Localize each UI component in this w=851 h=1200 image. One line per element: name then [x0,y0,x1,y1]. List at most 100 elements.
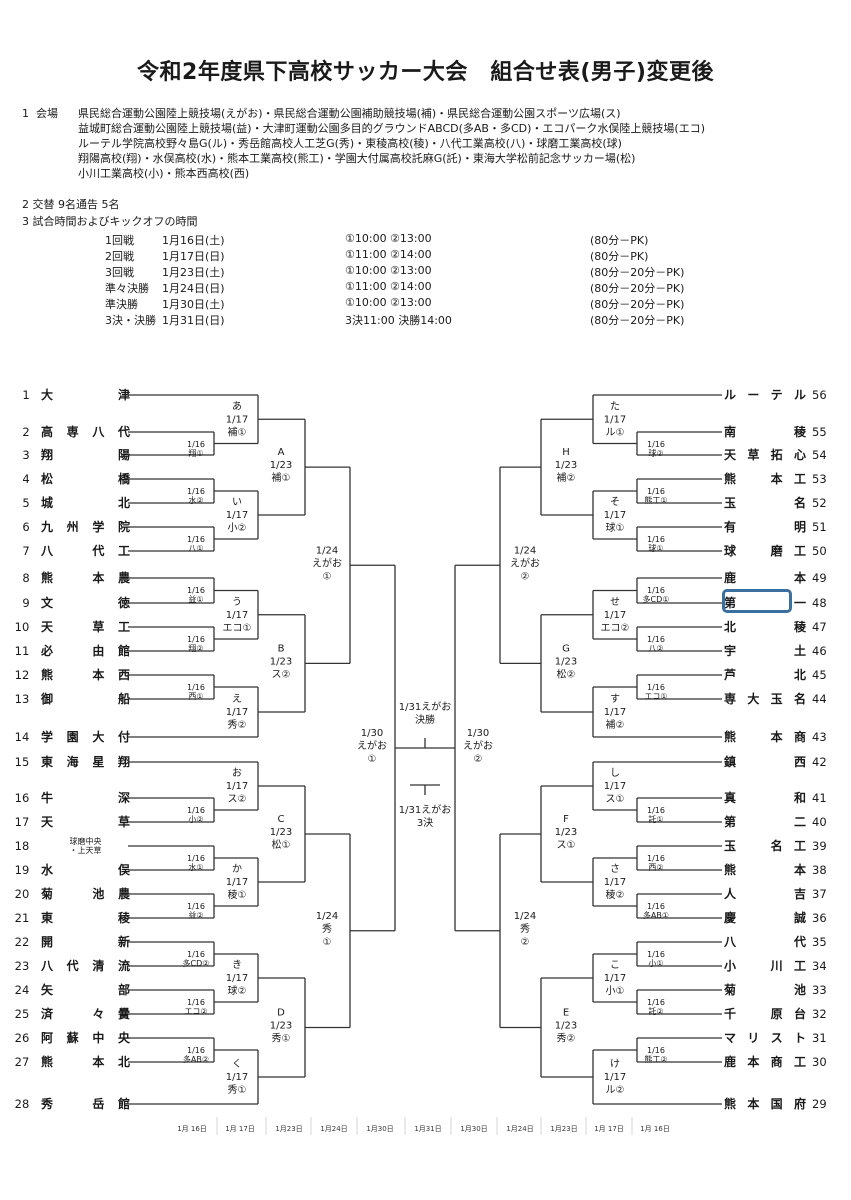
date-column-label: 1月 16日 [177,1125,207,1133]
r3-label: 松② [557,667,576,680]
date: 1月16日(土) [162,234,225,247]
r2-label: こ [610,960,620,971]
date-column-label: 1月31日 [414,1125,441,1133]
team-name: 鎮 [724,754,736,769]
team-name: 大 [41,387,53,402]
team-name: 代 [66,958,79,973]
qf-label: 1/24 [316,911,338,922]
team-name: 千 [724,1006,736,1021]
r1-date: 1/16 [647,1046,665,1055]
team-seed: 33 [812,983,827,997]
r1-venue: 熊工② [644,1054,667,1064]
section-number: 1 [22,107,29,120]
qf-label: ① [323,937,332,948]
team-seed: 55 [812,425,827,439]
team-name: 稜 [118,910,131,925]
team-name: 球 [724,543,737,558]
venue-line: ルーテル学院高校野々島G(ル)・秀岳館高校人工芝G(秀)・東稜高校(稜)・八代工… [78,137,622,150]
format: (80分－PK) [590,250,649,263]
r2-label: し [610,767,620,779]
team-seed: 4 [22,472,29,486]
r3-label: 1/23 [555,1021,577,1032]
venue-line: 小川工業高校(小)・熊本西高校(西) [78,167,250,180]
r1-date: 1/16 [647,586,665,595]
team-name: 熊 [41,667,53,682]
r3-label: G [562,643,570,654]
date: 1月23日(土) [162,266,225,279]
date-column-label: 1月 17日 [225,1125,255,1133]
sf-label: ② [474,754,483,765]
r2-label: お [232,767,242,779]
team-name: 矢 [41,982,54,997]
r2-label: ス② [228,794,247,805]
team-name: 新 [118,934,130,949]
team-seed: 22 [15,935,30,949]
r2-label: 秀① [228,1084,247,1096]
team-name: ル [794,388,806,402]
format: (80分－PK) [590,234,649,247]
team-name: 州 [66,520,79,534]
r3-label: 秀① [272,1033,291,1045]
r2-label: 1/17 [604,877,626,888]
team-name: 東 [41,754,53,769]
r2-label: 1/17 [604,707,626,718]
team-name: 院 [118,519,130,534]
r2-label: 小① [606,985,625,997]
r1-venue: 多CD② [183,958,210,968]
team-seed: 17 [15,815,30,829]
team-name: 工 [794,472,806,486]
r2-label: か [232,863,242,875]
team-name: 農 [118,570,131,585]
kickoff: 3決11:00 決勝14:00 [345,314,452,327]
r1-venue: 益① [188,594,203,604]
team-name: 小 [724,958,736,973]
qf-label: 秀 [520,923,530,935]
r2-label: 球① [606,521,625,534]
team-name: 本 [771,471,783,486]
r1-venue: 八② [648,644,663,653]
team-name: 北 [724,619,736,634]
team-name: 名 [794,495,806,510]
team-seed: 8 [22,571,29,585]
team-name: 八 [40,544,54,558]
qf-label: 1/24 [514,545,536,556]
kickoff: ①10:00 ②13:00 [345,232,432,245]
team-name: 本 [747,1096,759,1111]
team-name: 玉 [771,692,783,706]
team-name: 大 [92,729,104,744]
team-name: ト [794,1031,806,1045]
team-name: 明 [794,520,806,534]
team-name: 熊 [724,729,736,744]
team-name: 々 [92,1007,104,1021]
team-seed: 6 [22,520,29,534]
r3-label: 1/23 [555,460,577,471]
r2-label: 1/17 [226,973,248,984]
team-name: 翔 [40,447,53,462]
team-seed: 25 [15,1007,30,1021]
r3-label: ス② [272,669,291,680]
r1-date: 1/16 [187,487,205,496]
r3-label: 1/23 [270,460,292,471]
team-name: 開 [41,935,53,949]
r3-label: 1/23 [555,656,577,667]
team-name: 土 [794,643,806,658]
team-seed: 19 [15,863,30,877]
r1-date: 1/16 [647,440,665,449]
team-name: 工 [118,620,130,634]
team-name: 第 [724,814,736,829]
r1-venue: 翔① [188,448,203,458]
r2-label: け [610,1058,620,1070]
team-name: ・上天草 [70,845,102,855]
team-seed: 18 [15,839,30,853]
team-seed: 54 [812,448,827,462]
team-name: 徳 [117,595,130,610]
team-seed: 35 [812,935,827,949]
team-seed: 12 [15,668,30,682]
team-seed: 21 [15,911,30,925]
team-seed: 37 [812,887,827,901]
team-name: 松 [41,471,53,486]
sf-label: えがお [357,739,387,752]
team-name: 高 [41,424,53,439]
substitutions-rule: 2 交替 9名通告 5名 [22,198,120,211]
team-name: 一 [794,596,806,610]
